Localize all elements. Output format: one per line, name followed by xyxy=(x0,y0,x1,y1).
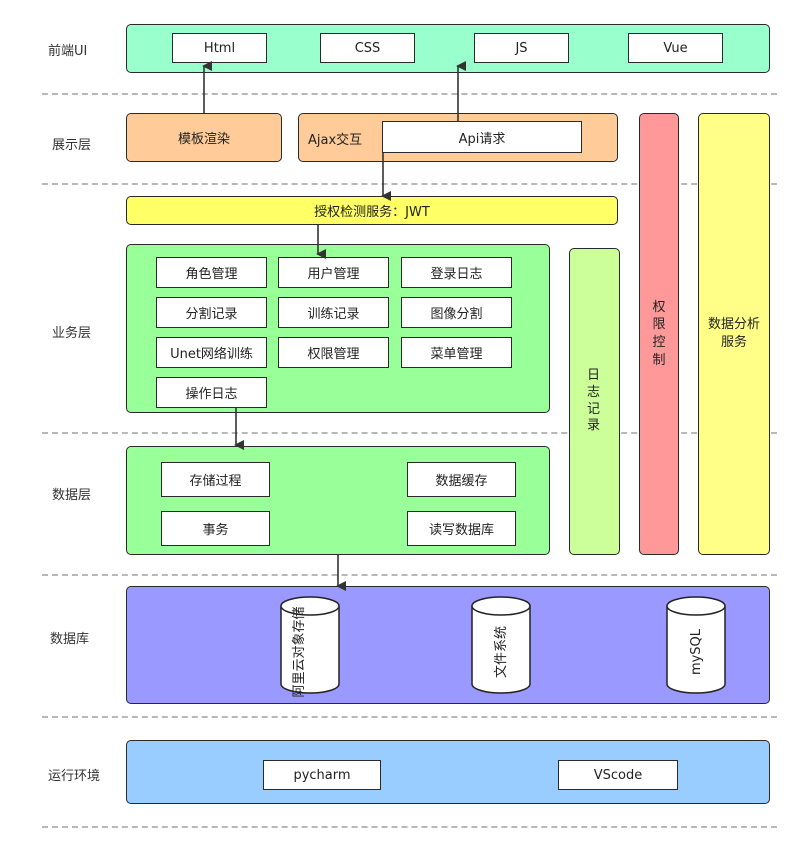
database-label-oss: 阿里云对象存储 xyxy=(292,606,307,697)
layer-label-runtime: 运行环境 xyxy=(48,769,101,784)
layer-label-data: 数据层 xyxy=(52,488,92,503)
database-panel xyxy=(126,586,770,704)
permission-control-label: 权限控制 xyxy=(652,299,666,368)
database-cylinder-mysql xyxy=(666,596,726,694)
layer-label-presentation: 展示层 xyxy=(52,138,92,153)
api-request-box: Api请求 xyxy=(382,121,582,153)
ajax-label: Ajax交互 xyxy=(308,133,363,148)
module-user-management: 用户管理 xyxy=(278,257,389,288)
runtime-pycharm: pycharm xyxy=(263,760,381,790)
frontend-item-js: JS xyxy=(474,33,569,63)
module-role-management: 角色管理 xyxy=(156,257,267,288)
database-label-filesystem: 文件系统 xyxy=(494,626,509,678)
layer-label-database: 数据库 xyxy=(50,632,90,647)
database-cylinder-filesystem xyxy=(471,596,531,694)
separator-line xyxy=(42,574,777,576)
layer-label-business: 业务层 xyxy=(52,326,92,341)
module-operation-log: 操作日志 xyxy=(156,377,267,408)
layer-label-frontend: 前端UI xyxy=(48,44,88,59)
separator-line xyxy=(42,826,777,828)
database-label-mysql: mySQL xyxy=(689,628,704,675)
data-read-write-db: 读写数据库 xyxy=(407,511,516,546)
log-record-column: 日志记录 xyxy=(569,248,620,555)
module-login-log: 登录日志 xyxy=(401,257,512,288)
runtime-vscode: VScode xyxy=(558,760,678,790)
separator-line xyxy=(42,716,777,718)
frontend-item-html: Html xyxy=(172,33,267,63)
data-cache: 数据缓存 xyxy=(407,462,516,497)
separator-line xyxy=(42,183,777,185)
frontend-item-vue: Vue xyxy=(628,33,723,63)
module-training-records: 训练记录 xyxy=(278,297,389,328)
data-stored-procedure: 存储过程 xyxy=(161,462,270,497)
analytics-service-label: 数据分析服务 xyxy=(707,317,760,350)
module-image-segmentation: 图像分割 xyxy=(401,297,512,328)
module-unet-training: Unet网络训练 xyxy=(156,337,267,368)
template-render-box: 模板渲染 xyxy=(126,113,282,162)
analytics-service-column: 数据分析服务 xyxy=(698,113,770,555)
module-permission-management: 权限管理 xyxy=(278,337,389,368)
auth-service-bar: 授权检测服务：JWT xyxy=(126,196,618,225)
data-transaction: 事务 xyxy=(161,511,270,546)
database-cylinder-oss xyxy=(280,596,340,694)
separator-line xyxy=(42,432,777,434)
frontend-item-css: CSS xyxy=(320,33,415,63)
permission-control-column: 权限控制 xyxy=(639,113,679,555)
log-record-label: 日志记录 xyxy=(586,367,602,434)
module-segmentation-records: 分割记录 xyxy=(156,297,267,328)
module-menu-management: 菜单管理 xyxy=(401,337,512,368)
separator-line xyxy=(42,93,777,95)
